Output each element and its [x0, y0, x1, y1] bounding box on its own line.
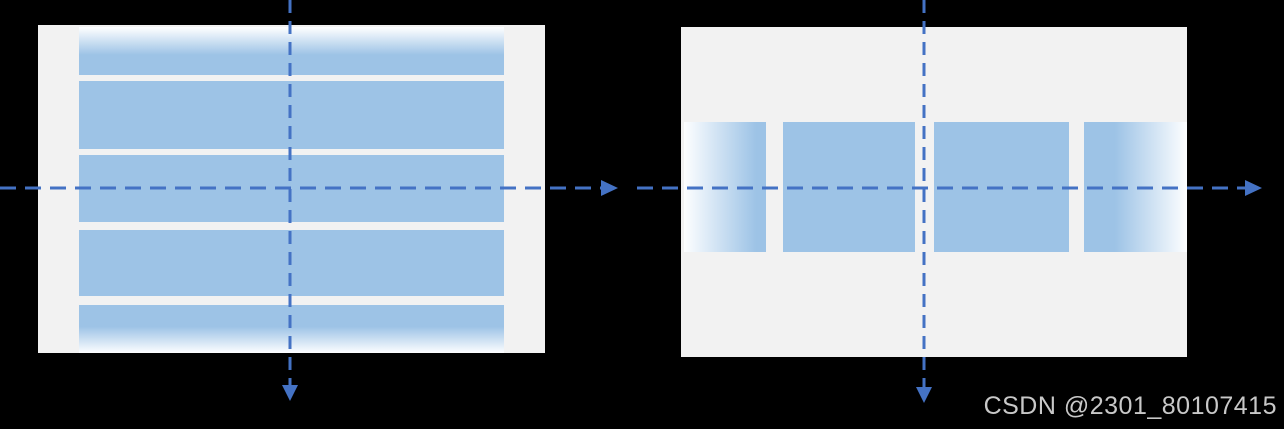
horizontal-stripe-bar: [79, 27, 504, 75]
horizontal-stripe-bar: [79, 81, 504, 149]
watermark-text: CSDN @2301_80107415: [983, 392, 1277, 420]
arrow-down-icon: [916, 387, 932, 403]
horizontal-stripe-bar: [79, 305, 504, 353]
vertical-block-bar: [1084, 122, 1187, 252]
vertical-block-bar: [684, 122, 766, 252]
horizontal-stripe-bar: [79, 155, 504, 222]
arrow-right-icon: [1245, 180, 1262, 196]
horizontal-stripe-bar: [79, 230, 504, 296]
vertical-block-bar: [934, 122, 1069, 252]
arrow-right-icon: [601, 180, 618, 196]
arrow-down-icon: [282, 385, 298, 401]
vertical-block-bar: [783, 122, 915, 252]
